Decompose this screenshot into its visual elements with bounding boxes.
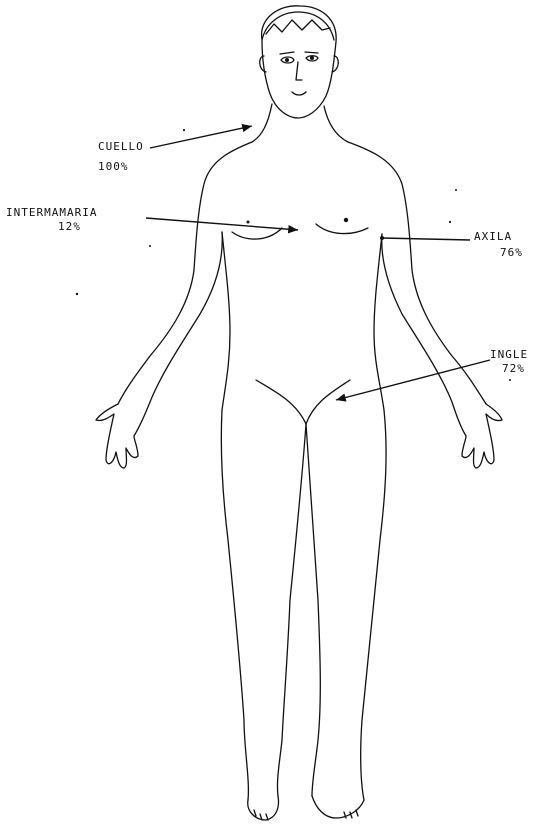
axila-point [380,236,384,240]
label-ingle-value: 72% [502,362,525,375]
label-axila-value: 76% [500,246,523,259]
label-intermamaria-name: INTERMAMARIA [6,206,97,219]
label-intermamaria-value: 12% [58,220,81,233]
ingle-arrow [336,360,490,400]
cuello-arrow [150,126,252,148]
leader-lines [146,126,490,400]
label-ingle-name: INGLE [490,348,528,361]
head [260,6,339,118]
intermamaria-arrow [146,218,298,230]
label-cuello-name: CUELLO [98,140,144,153]
label-axila-name: AXILA [474,230,512,243]
label-cuello-value: 100% [98,160,129,173]
legs [221,380,386,820]
axila-line [382,238,470,240]
speckles [76,129,511,381]
